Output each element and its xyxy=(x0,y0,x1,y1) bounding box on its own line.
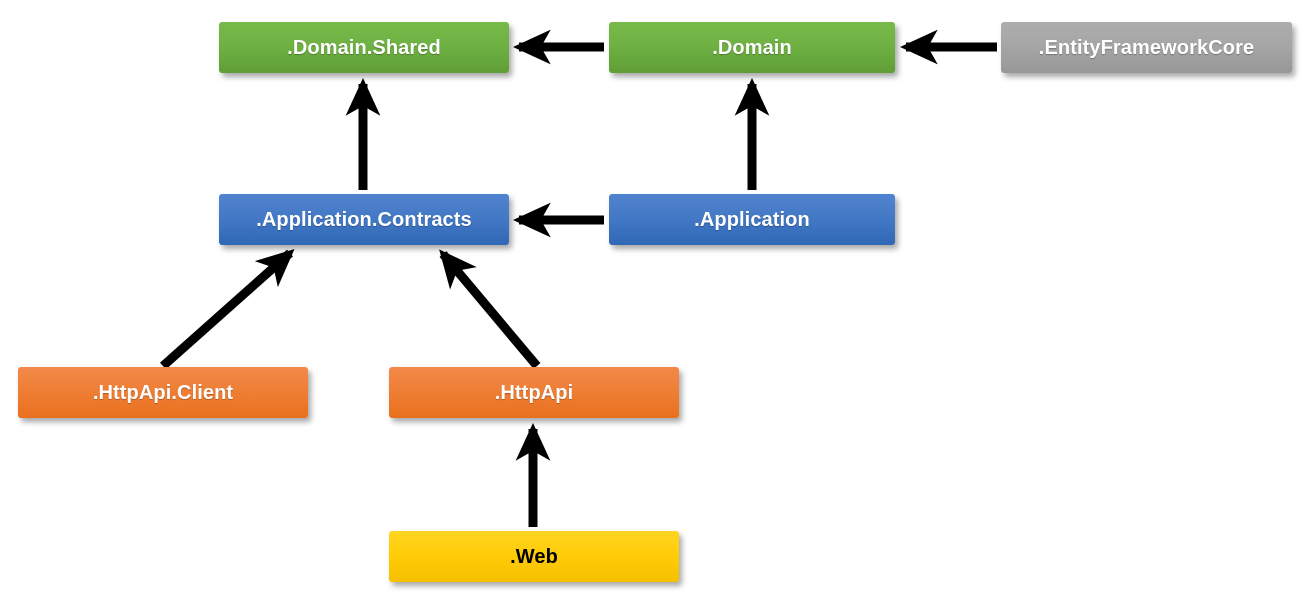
node-label: .Domain.Shared xyxy=(287,36,441,59)
node-domain[interactable]: .Domain xyxy=(609,22,895,73)
node-label: .Web xyxy=(510,545,558,568)
edge-httpapi-to-application-contracts xyxy=(439,249,541,369)
edge-httpapi-client-to-application-contracts xyxy=(160,248,295,370)
node-application[interactable]: .Application xyxy=(609,194,895,245)
node-httpapi-client[interactable]: .HttpApi.Client xyxy=(18,367,308,418)
node-label: .HttpApi.Client xyxy=(92,381,234,404)
node-label: .Domain xyxy=(712,36,792,59)
node-label: .Application.Contracts xyxy=(256,208,472,231)
node-httpapi[interactable]: .HttpApi xyxy=(389,367,679,418)
node-label: .Application xyxy=(694,208,810,231)
node-entityframeworkcore[interactable]: .EntityFrameworkCore xyxy=(1001,22,1292,73)
node-label: .HttpApi xyxy=(494,381,574,404)
node-application-contracts[interactable]: .Application.Contracts xyxy=(219,194,509,245)
node-web[interactable]: .Web xyxy=(389,531,679,582)
node-label: .EntityFrameworkCore xyxy=(1038,36,1255,59)
node-domain-shared[interactable]: .Domain.Shared xyxy=(219,22,509,73)
